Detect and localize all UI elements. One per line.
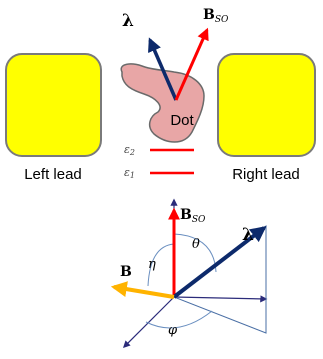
axis-x [122, 296, 175, 349]
lambda-label-bottom: λ [242, 225, 254, 245]
phi-arc [145, 310, 213, 329]
right-lead [217, 53, 316, 157]
bso-arrow-top [174, 27, 209, 101]
b-label-bottom: B [120, 264, 132, 280]
bso-label-top: BSO [203, 7, 229, 25]
level-1-label: ε1 [124, 166, 135, 180]
lambda-arrow-top [148, 37, 178, 101]
theta-label: θ [192, 237, 200, 252]
axis-y [173, 295, 268, 303]
eta-arc [147, 243, 175, 287]
left-lead-label: Left lead [24, 166, 82, 183]
b-arrow-bottom [110, 281, 175, 299]
quantum-dot [120, 63, 205, 143]
lambda-arrow-bottom [172, 226, 267, 299]
left-lead [5, 53, 102, 157]
bso-label-bottom: BSO [180, 207, 206, 225]
dot-label: Dot [170, 112, 194, 129]
lambda-label-top: λ [122, 11, 134, 31]
right-lead-label: Right lead [232, 166, 300, 183]
eta-label: η [148, 257, 156, 272]
phi-label: φ [168, 323, 178, 338]
level-2-label: ε2 [124, 143, 135, 157]
